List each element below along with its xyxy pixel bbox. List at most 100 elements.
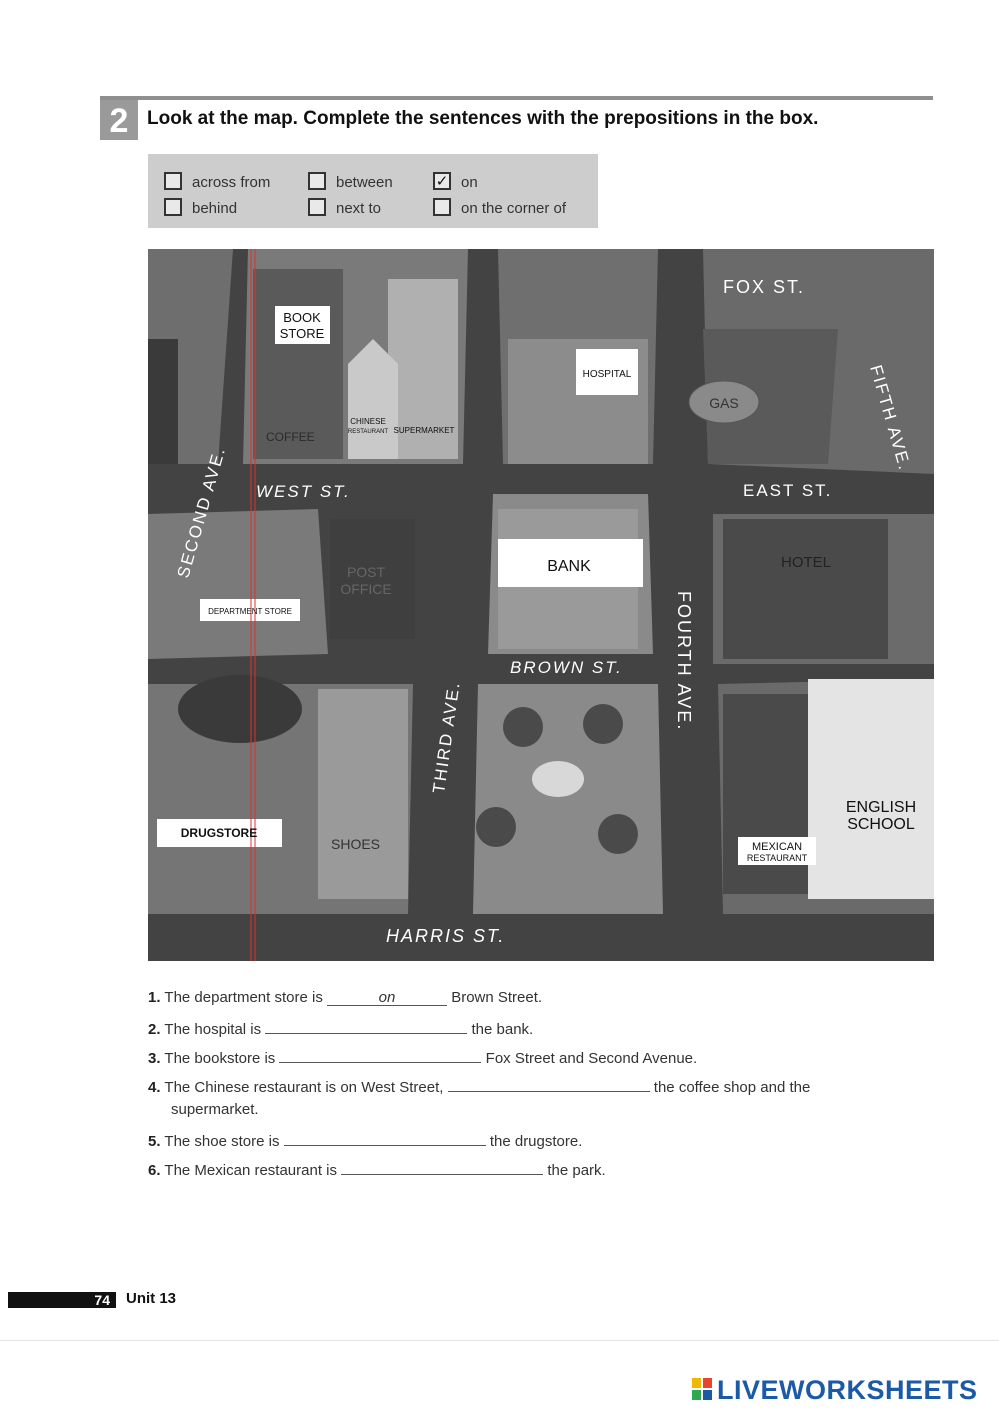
checkbox-behind[interactable] bbox=[164, 198, 182, 216]
park-tree bbox=[503, 707, 543, 747]
block-post-office bbox=[148, 509, 328, 659]
sentence-number: 6. bbox=[148, 1162, 161, 1179]
option-label: on bbox=[461, 174, 478, 191]
park-fountain bbox=[532, 761, 584, 797]
option-label: on the corner of bbox=[461, 200, 567, 217]
building-dark bbox=[148, 339, 178, 464]
label-department-store: DEPARTMENT STORE bbox=[208, 607, 292, 616]
building-supermarket bbox=[388, 279, 458, 459]
sentence-3: 3. The bookstore is Fox Street and Secon… bbox=[148, 1046, 697, 1067]
street-fourth: FOURTH AVE. bbox=[674, 591, 694, 731]
building-english-school bbox=[808, 679, 934, 899]
sentence-number: 1. bbox=[148, 989, 161, 1006]
sign-drugstore bbox=[157, 819, 282, 847]
label-english-school: SCHOOL bbox=[847, 816, 915, 833]
label-book-store: STORE bbox=[280, 326, 325, 341]
label-mexican: RESTAURANT bbox=[747, 853, 808, 863]
sentence-text: The shoe store is bbox=[164, 1133, 280, 1150]
exercise-instruction: Look at the map. Complete the sentences … bbox=[147, 108, 819, 129]
sign-bank bbox=[498, 539, 643, 587]
answer-blank-3[interactable] bbox=[279, 1046, 482, 1063]
sentence-5: 5. The shoe store is the drugstore. bbox=[148, 1129, 582, 1150]
building-gas-station bbox=[703, 329, 838, 464]
label-bank: BANK bbox=[547, 558, 591, 575]
answer-blank-1[interactable]: on bbox=[327, 989, 448, 1006]
park-tree bbox=[476, 807, 516, 847]
option-label: behind bbox=[192, 200, 238, 217]
gas-sign bbox=[688, 380, 760, 424]
sentence-text: The Mexican restaurant is bbox=[164, 1162, 337, 1179]
label-mexican: MEXICAN bbox=[752, 841, 802, 853]
sign-hospital bbox=[576, 349, 638, 395]
city-map: FOX ST. WEST ST. EAST ST. BROWN ST. HARR… bbox=[148, 249, 934, 961]
answer-blank-2[interactable] bbox=[265, 1017, 468, 1034]
option-label: between bbox=[336, 174, 393, 191]
sentence-2: 2. The hospital is the bank. bbox=[148, 1017, 533, 1038]
sentence-text: the park. bbox=[547, 1162, 606, 1179]
sentence-text: The Chinese restaurant is on West Street… bbox=[164, 1079, 444, 1096]
street-east: EAST ST. bbox=[743, 481, 832, 500]
label-hospital: HOSPITAL bbox=[583, 369, 632, 380]
sentence-number: 3. bbox=[148, 1050, 161, 1067]
label-coffee: COFFEE bbox=[266, 430, 315, 444]
sentence-text: The department store is bbox=[164, 989, 323, 1006]
street-brown: BROWN ST. bbox=[510, 658, 623, 677]
label-drugstore: DRUGSTORE bbox=[181, 826, 257, 840]
checkbox-on-the-corner-of[interactable] bbox=[433, 198, 451, 216]
label-hotel: HOTEL bbox=[781, 554, 831, 571]
header-rule bbox=[100, 96, 933, 100]
checkbox-on[interactable]: ✓ bbox=[433, 172, 451, 190]
building-post-office bbox=[330, 519, 415, 639]
street-harris: HARRIS ST. bbox=[386, 926, 505, 946]
sentence-text: The bookstore is bbox=[164, 1050, 276, 1067]
sign-department-store bbox=[200, 599, 300, 621]
checkbox-next-to[interactable] bbox=[308, 198, 326, 216]
unit-label: Unit 13 bbox=[126, 1290, 177, 1307]
label-chinese: RESTAURANT bbox=[348, 429, 389, 435]
checkbox-across-from[interactable] bbox=[164, 172, 182, 190]
label-gas: GAS bbox=[709, 395, 739, 411]
page-number: 74 bbox=[94, 1292, 110, 1308]
sentence-number: 4. bbox=[148, 1079, 161, 1096]
answer-blank-4[interactable] bbox=[447, 1075, 650, 1092]
label-english-school: ENGLISH bbox=[846, 799, 916, 816]
tree-drugstore bbox=[178, 675, 302, 743]
building-hotel bbox=[723, 519, 888, 659]
sentence-4-continued: supermarket. bbox=[171, 1101, 259, 1118]
sentence-4: 4. The Chinese restaurant is on West Str… bbox=[148, 1075, 810, 1096]
sign-mexican bbox=[738, 837, 816, 865]
sentence-text: Fox Street and Second Avenue. bbox=[485, 1050, 698, 1067]
label-post-office: POST bbox=[347, 564, 386, 580]
liveworksheets-icon bbox=[692, 1378, 714, 1402]
sentence-text: the coffee shop and the bbox=[653, 1079, 811, 1096]
building-book-store bbox=[253, 269, 343, 459]
sentence-text: The hospital is bbox=[164, 1021, 262, 1038]
sentence-1: 1. The department store is on Brown Stre… bbox=[148, 989, 542, 1006]
option-label: across from bbox=[192, 174, 271, 191]
sentence-number: 5. bbox=[148, 1133, 161, 1150]
footer-divider bbox=[0, 1340, 999, 1341]
exercise-number: 2 bbox=[100, 100, 138, 140]
park-tree bbox=[598, 814, 638, 854]
option-label: next to bbox=[336, 200, 382, 217]
sentence-text: Brown Street. bbox=[451, 989, 543, 1006]
block-park bbox=[473, 684, 663, 914]
brand-name: LIVEWORKSHEETS bbox=[717, 1375, 978, 1405]
sign-book-store bbox=[275, 306, 330, 344]
sentence-text: the drugstore. bbox=[489, 1133, 583, 1150]
answer-blank-5[interactable] bbox=[283, 1129, 486, 1146]
label-chinese: CHINESE bbox=[350, 417, 386, 426]
checkbox-between[interactable] bbox=[308, 172, 326, 190]
street-west: WEST ST. bbox=[256, 482, 351, 501]
building-shoes bbox=[318, 689, 408, 899]
liveworksheets-logo: LIVEWORKSHEETS bbox=[692, 1375, 978, 1406]
building-chinese bbox=[348, 339, 398, 459]
answer-blank-6[interactable] bbox=[341, 1158, 544, 1175]
sentence-number: 2. bbox=[148, 1021, 161, 1038]
park-tree bbox=[583, 704, 623, 744]
street-fox: FOX ST. bbox=[723, 277, 805, 297]
page-number-bar: 74 bbox=[8, 1292, 116, 1308]
sentence-6: 6. The Mexican restaurant is the park. bbox=[148, 1158, 606, 1179]
label-supermarket: SUPERMARKET bbox=[394, 426, 455, 435]
label-book-store: BOOK bbox=[283, 310, 321, 325]
